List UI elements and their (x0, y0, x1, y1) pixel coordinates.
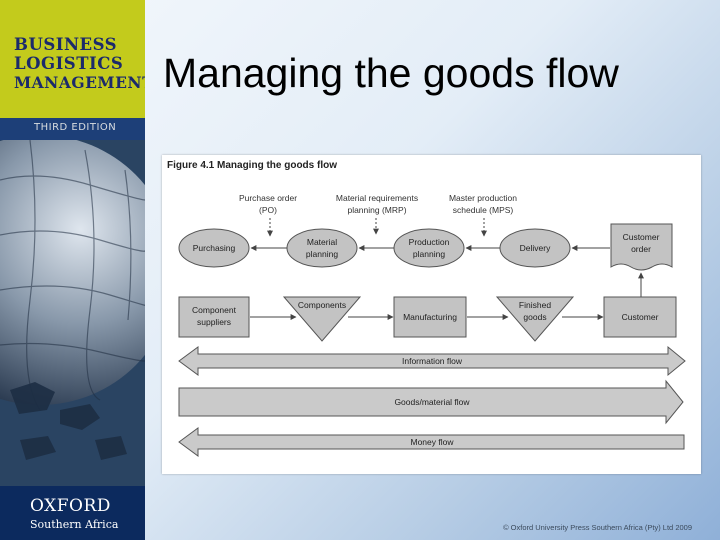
input-mrp-line2: planning (MRP) (347, 205, 406, 215)
finished-goods-node (495, 296, 575, 342)
goods-material-flow-arrow (178, 379, 684, 425)
book-title-line-1: BUSINESS (14, 35, 118, 54)
goods-flow-figure: Figure 4.1 Managing the goods flow Purch… (162, 155, 701, 474)
manufacturing-label: Manufacturing (403, 312, 457, 322)
input-po-line1: Purchase order (239, 193, 297, 203)
material-planning-label-2: planning (306, 249, 338, 259)
production-planning-node (393, 228, 465, 268)
components-node (282, 296, 362, 342)
book-title-line-3: MANAGEMENT (14, 73, 145, 92)
edition-label: THIRD EDITION (34, 122, 117, 133)
purchasing-label: Purchasing (193, 243, 236, 253)
production-planning-label-2: planning (413, 249, 445, 259)
customer-label: Customer (622, 312, 659, 322)
publisher-name: OXFORD (30, 496, 111, 516)
finished-goods-label-1: Finished (519, 300, 551, 310)
information-flow-label: Information flow (402, 356, 463, 366)
puzzle-globe-image (0, 140, 145, 486)
oxford-logo: OXFORD Southern Africa (0, 486, 145, 540)
manufacturing-node (393, 296, 467, 338)
delivery-label: Delivery (520, 243, 551, 253)
publisher-region: Southern Africa (30, 518, 119, 531)
input-mps-line1: Master production (449, 193, 517, 203)
customer-node (603, 296, 677, 338)
figure-caption: Figure 4.1 Managing the goods flow (167, 160, 337, 171)
information-flow-arrow (178, 345, 686, 377)
edition-band: THIRD EDITION (0, 118, 145, 140)
customer-order-label-1: Customer (623, 232, 660, 242)
input-po-line2: (PO) (259, 205, 277, 215)
components-label: Components (298, 300, 346, 310)
customer-order-node (610, 223, 673, 271)
book-title-block: BUSINESS LOGISTICS MANAGEMENT (0, 0, 145, 118)
production-planning-label-1: Production (409, 237, 450, 247)
customer-order-label-2: order (631, 244, 651, 254)
component-suppliers-label-1: Component (192, 305, 237, 315)
material-planning-label-1: Material (307, 237, 337, 247)
goods-material-flow-label: Goods/material flow (394, 397, 470, 407)
purchasing-node (178, 228, 250, 268)
input-mps-line2: schedule (MPS) (453, 205, 514, 215)
component-suppliers-node (178, 296, 250, 338)
material-planning-node (286, 228, 358, 268)
copyright-notice: © Oxford University Press Southern Afric… (503, 523, 692, 532)
input-mrp-line1: Material requirements (336, 193, 418, 203)
book-title-line-2: LOGISTICS (14, 54, 124, 73)
finished-goods-label-2: goods (523, 312, 546, 322)
book-cover-sidebar: BUSINESS LOGISTICS MANAGEMENT THIRD EDIT… (0, 0, 145, 540)
money-flow-label: Money flow (411, 437, 455, 447)
goods-flow-diagram: Figure 4.1 Managing the goods flow Purch… (167, 160, 686, 457)
page-title: Managing the goods flow (163, 50, 619, 96)
component-suppliers-label-2: suppliers (197, 317, 231, 327)
money-flow-arrow (178, 427, 685, 457)
